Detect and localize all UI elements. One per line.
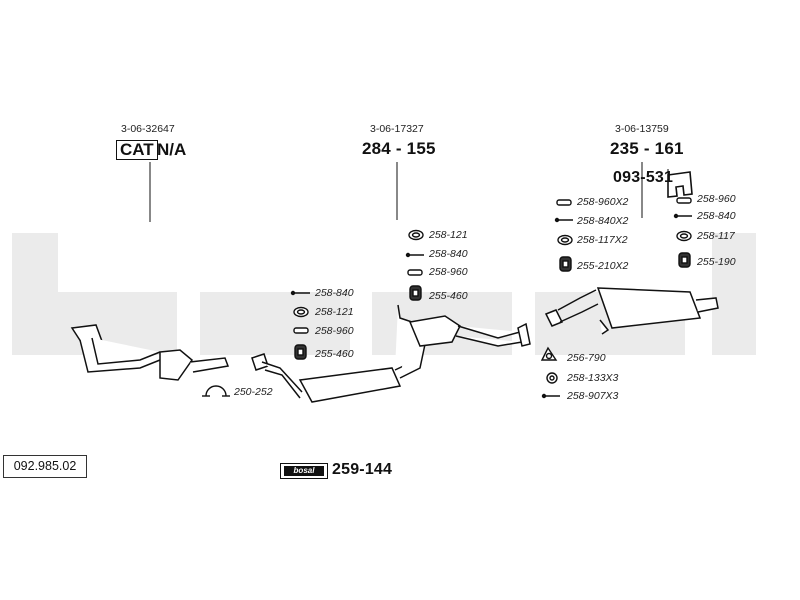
bosal-logo: bosal: [280, 463, 328, 479]
fitting-label: 258-840: [315, 287, 354, 299]
ring-gasket-icon: [408, 229, 424, 241]
clamp-label: 250-252: [234, 386, 273, 398]
fitting-label: 258-121: [429, 229, 468, 241]
bracket-label: 093-531: [613, 169, 674, 186]
flange-gasket-icon: [540, 346, 558, 361]
fitting-label: 255-460: [315, 348, 354, 360]
fitting-label: 258-907X3: [567, 390, 619, 402]
rubber-mount-icon: [409, 285, 422, 301]
fitting-label: 258-133X3: [567, 372, 619, 384]
centre-silencer-drawing: [251, 304, 531, 403]
fitting-label: 258-840: [429, 248, 468, 260]
bolt-icon: [554, 217, 573, 223]
fitting-label: 258-840: [697, 210, 736, 222]
oe-number-center: 3-06-17327: [370, 123, 424, 135]
fitting-label: 258-960: [429, 266, 468, 278]
reference-number-box: 092.985.02: [3, 455, 87, 478]
fitting-label: 258-840X2: [577, 215, 629, 227]
part-label-center: 284 - 155: [362, 139, 436, 158]
fitting-label: 255-460: [429, 290, 468, 302]
fitting-label: 258-121: [315, 306, 354, 318]
washer-icon: [546, 372, 558, 384]
fitting-label: 258-117X2: [577, 234, 628, 246]
bolt-icon: [673, 213, 692, 219]
fitting-label: 258-960X2: [577, 196, 629, 208]
bracket-093-531-drawing: [667, 171, 693, 198]
rubber-mount-icon: [559, 256, 572, 272]
bosal-logo-text: bosal: [284, 466, 324, 476]
cat-part-label: N/A: [157, 140, 187, 159]
fitting-label: 258-960: [697, 193, 736, 205]
nut-icon: [407, 269, 423, 276]
oe-number-rear: 3-06-13759: [615, 123, 669, 135]
ring-gasket-icon: [676, 230, 692, 242]
rear-silencer-drawing: [544, 287, 719, 335]
oe-number-cat: 3-06-32647: [121, 123, 175, 135]
ring-gasket-icon: [557, 234, 573, 246]
fitting-label: 258-117: [697, 230, 735, 242]
fitting-label: 255-210X2: [577, 260, 629, 272]
clamp-icon: [202, 385, 230, 397]
bolt-icon: [290, 290, 310, 296]
cat-label-box: CAT: [116, 140, 158, 160]
bolt-icon: [405, 252, 424, 258]
ring-gasket-icon: [293, 306, 309, 318]
front-pipe-drawing: [70, 324, 230, 381]
nut-icon: [556, 199, 572, 206]
rubber-mount-icon: [678, 252, 691, 268]
fitting-label: 258-960: [315, 325, 354, 337]
nut-icon: [293, 327, 309, 334]
rubber-mount-icon: [294, 344, 307, 360]
nut-icon: [676, 197, 692, 204]
kit-number: 259-144: [332, 461, 393, 478]
part-label-rear: 235 - 161: [610, 139, 684, 158]
fitting-label: 256-790: [567, 352, 606, 364]
fitting-label: 255-190: [697, 256, 736, 268]
bolt-icon: [541, 393, 560, 399]
